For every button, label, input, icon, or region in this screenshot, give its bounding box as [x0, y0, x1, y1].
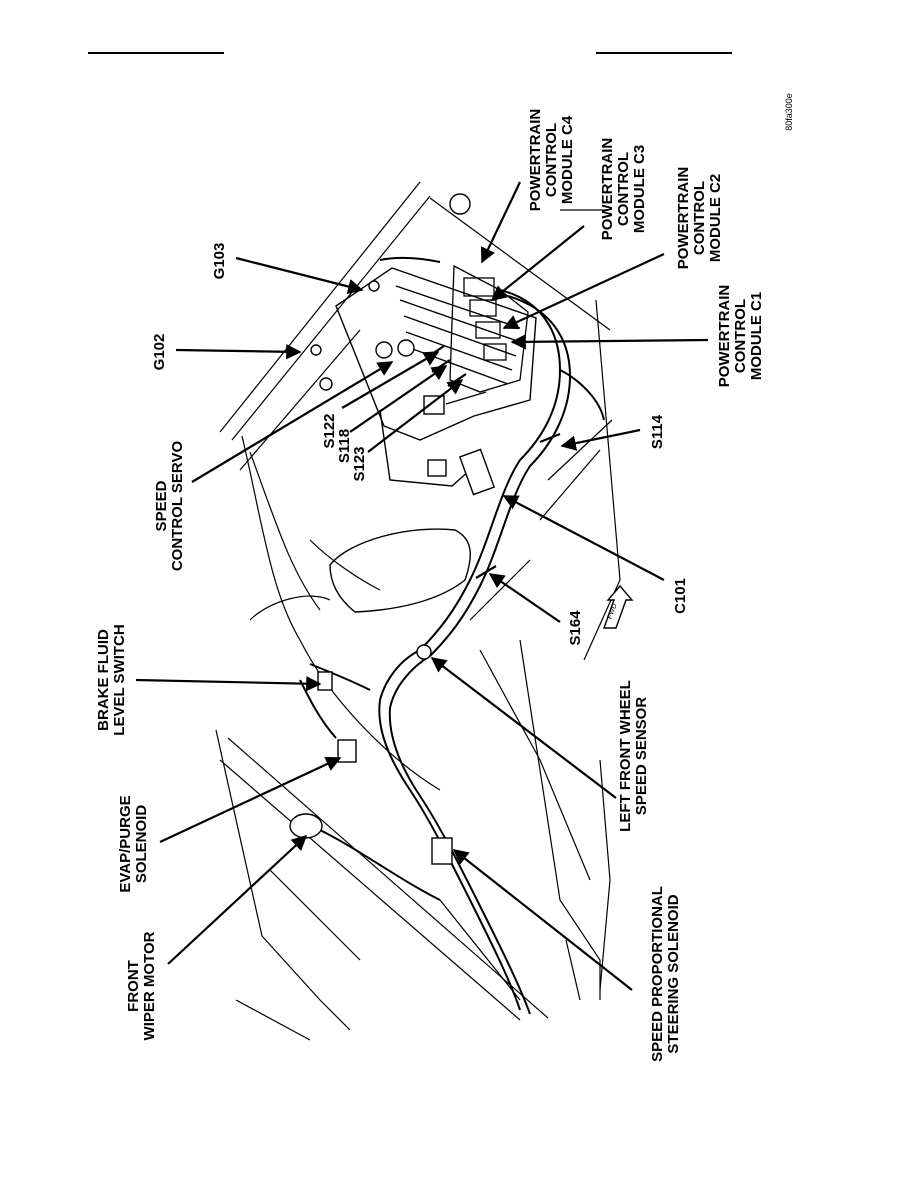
leader-front-wiper: [167, 834, 308, 965]
leader-g103: [235, 256, 364, 295]
leader-g102: [175, 344, 302, 360]
leader-pcm-c1: [510, 334, 709, 350]
figure-code: 80fa300e: [784, 93, 794, 131]
label-s164: S164: [567, 610, 584, 646]
leader-s122: [341, 351, 440, 409]
label-s123: S123: [351, 446, 368, 482]
header-rule-right: [596, 52, 732, 54]
powertrain-control-module: [449, 264, 529, 393]
power-distribution-center: [335, 267, 537, 487]
leader-evap-purge: [159, 756, 342, 843]
components: [289, 193, 496, 865]
wheel-speed-sensor: [416, 644, 432, 660]
inner-fender-panel: [329, 528, 471, 613]
evap-purge-solenoid: [337, 739, 357, 763]
g102-ground: [310, 344, 322, 356]
leader-s118: [349, 365, 448, 433]
header-rule-left: [88, 52, 224, 54]
leader-s114: [560, 428, 641, 451]
leader-lines: [135, 181, 709, 991]
wiper-motor: [289, 813, 323, 839]
label-g103: G103: [211, 242, 228, 280]
leader-c101: [502, 495, 665, 581]
body-structure: [215, 181, 621, 1041]
leader-left-front-wheel: [430, 657, 617, 799]
c101-connector: [458, 448, 496, 496]
label-s114: S114: [649, 414, 666, 450]
brake-fluid-switch: [317, 671, 333, 691]
leader-speed-control-servo: [191, 361, 394, 483]
leader-s123: [367, 379, 464, 453]
leader-pcm-c2: [502, 253, 665, 330]
g103-ground: [368, 280, 380, 292]
label-c101: C101: [672, 578, 689, 614]
leader-speed-proportional: [452, 849, 633, 991]
wiring-harness: [299, 256, 605, 1015]
leader-brake-fluid: [135, 676, 322, 692]
leader-s164: [488, 573, 561, 623]
forward-arrow: FWD: [603, 584, 634, 629]
leader-pcm-c4: [480, 181, 521, 264]
label-g102: G102: [151, 333, 168, 371]
steering-solenoid: [431, 837, 453, 865]
leader-pcm-c3: [490, 225, 585, 301]
